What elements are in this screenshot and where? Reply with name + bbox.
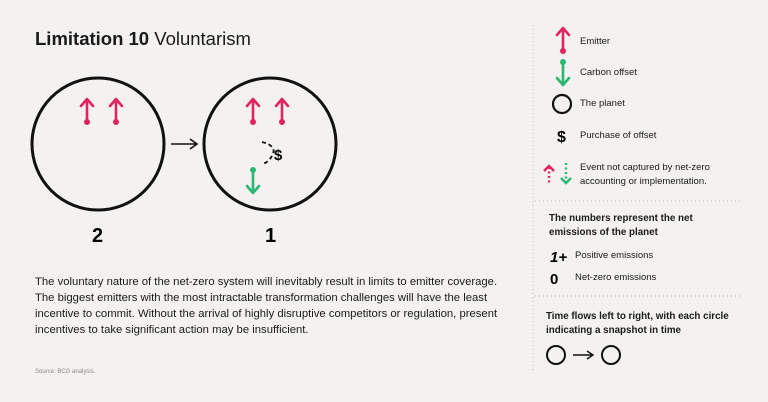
carbon-offset-icon (245, 165, 261, 195)
carbon-offset-legend-icon (555, 57, 571, 87)
time-heading: Time flows left to right, with each circ… (546, 311, 729, 336)
time-arrow-icon (171, 138, 199, 150)
planet-legend-icon (551, 93, 573, 115)
title-rest: Voluntarism (154, 28, 251, 49)
circle-label-2: 1 (265, 225, 276, 247)
snapshot-circle-icon (546, 345, 566, 365)
emitter-icon (108, 97, 124, 127)
uncaptured-event-icon (543, 163, 572, 185)
circle-label-1: 2 (92, 225, 103, 247)
zero-symbol: 0 (550, 271, 558, 288)
snapshot-circle-icon (601, 345, 621, 365)
positive-symbol: 1+ (550, 249, 567, 266)
dollar-legend-icon: $ (557, 129, 566, 146)
page-title: Limitation 10 Voluntarism (35, 28, 251, 50)
legend-emitter: Emitter (580, 36, 611, 47)
legend-uncaptured: Event not captured by net-zero accountin… (580, 162, 710, 187)
title-bold: Limitation 10 (35, 28, 150, 49)
emitter-icon (274, 97, 290, 127)
planet-circle-1 (30, 76, 166, 212)
legend-positive: Positive emissions (575, 250, 654, 261)
legend-carbon-offset: Carbon offset (580, 67, 637, 78)
time-arrow-legend-icon (573, 350, 595, 360)
legend-planet: The planet (580, 98, 625, 109)
source-note: Source: BCG analysis. (35, 369, 96, 375)
emitter-icon (79, 97, 95, 127)
purchase-link (261, 141, 275, 165)
legend-purchase: Purchase of offset (580, 130, 657, 141)
dollar-icon: $ (274, 147, 283, 164)
description: The voluntary nature of the net-zero sys… (35, 276, 498, 336)
emitter-legend-icon (555, 26, 571, 56)
planet-circle-2 (202, 76, 338, 212)
legend-zero: Net-zero emissions (575, 272, 657, 283)
numbers-heading: The numbers represent the net emissions … (549, 213, 693, 238)
emitter-icon (245, 97, 261, 127)
